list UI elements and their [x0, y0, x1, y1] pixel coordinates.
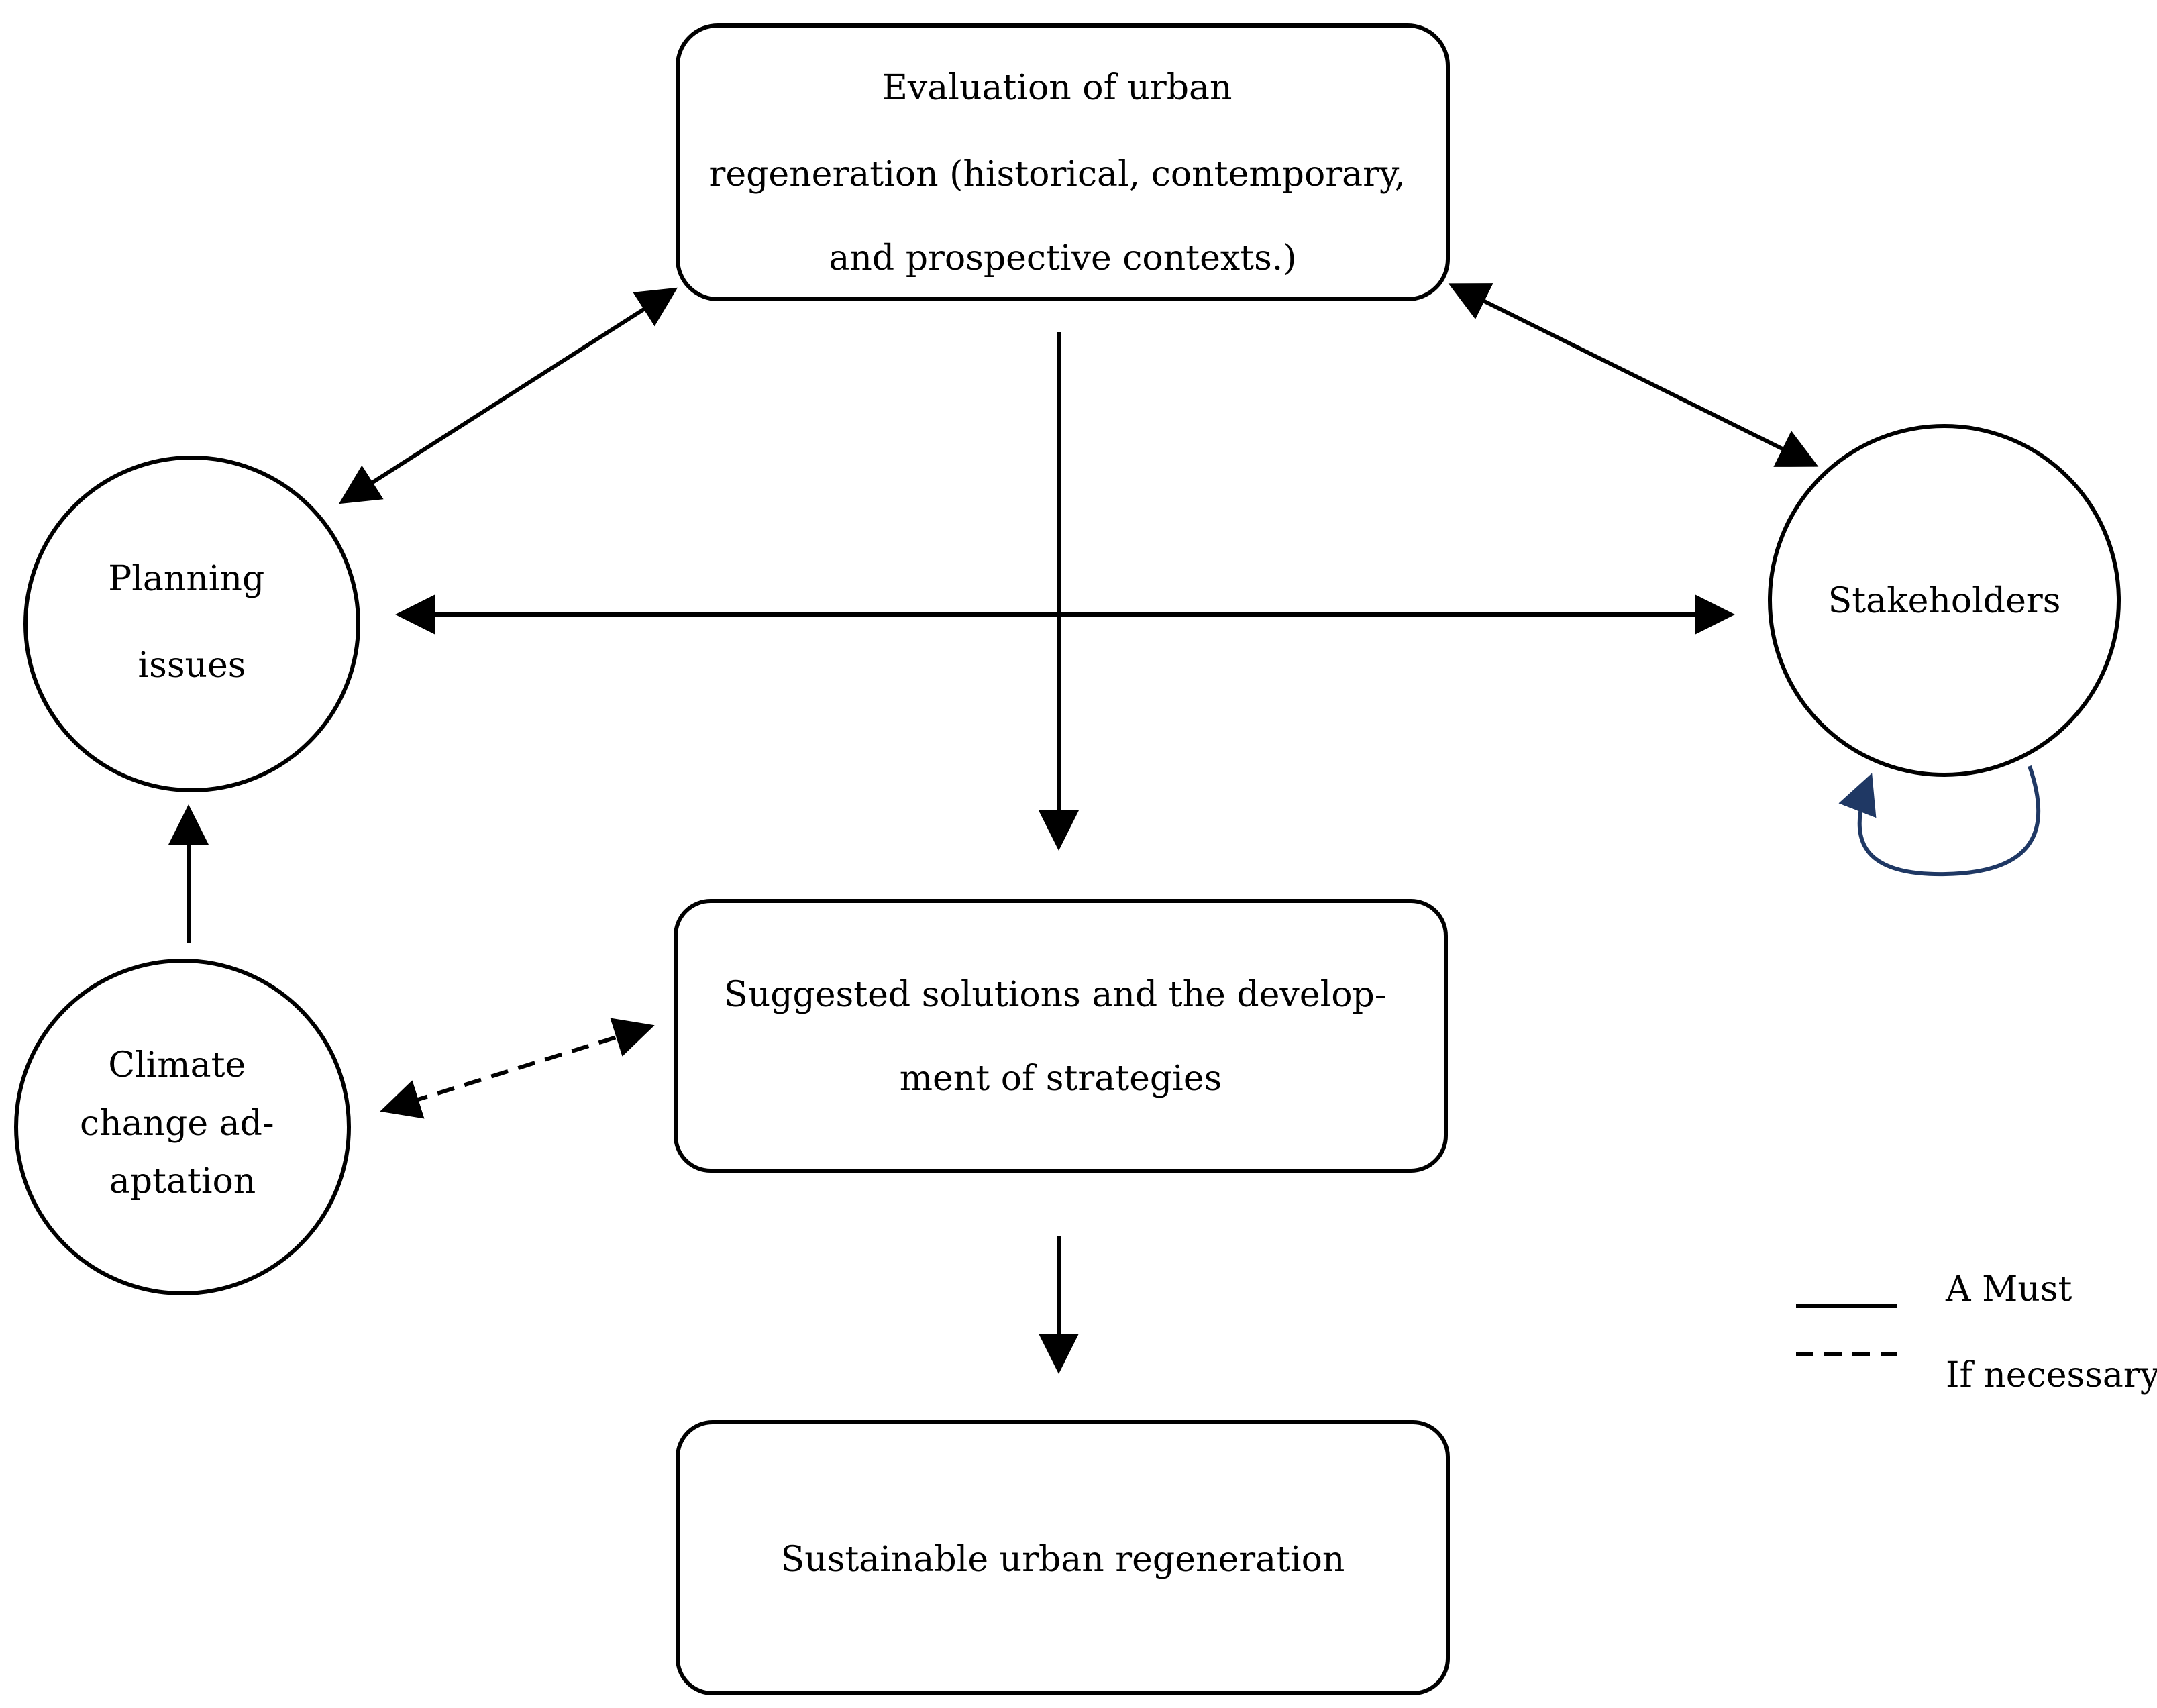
legend-necessary-label: If necessary — [1946, 1355, 2157, 1395]
arrow-climate-solutions-dashed — [380, 1018, 655, 1119]
climate-adaptation-circle: Climate change ad- aptation — [14, 959, 351, 1295]
climate-text-line-1: Climate — [108, 1045, 246, 1085]
planning-issues-circle: Planning issues — [23, 456, 360, 792]
evaluation-text-line-3: and prospective contexts.) — [829, 238, 1296, 278]
svg-text:Planning issues: Planning issues — [108, 559, 276, 686]
stakeholders-circle: Stakeholders — [1768, 424, 2121, 777]
arrow-evaluation-stakeholders — [1448, 283, 1819, 467]
planning-text-line-2: issues — [138, 645, 246, 686]
sustainable-text: Sustainable urban regeneration — [781, 1540, 1345, 1580]
svg-text:Evaluation of urban rege: Evaluation of urban regeneration (histor… — [708, 68, 1416, 278]
svg-text:Sustainable urban regeneration: Sustainable urban regeneration — [781, 1540, 1345, 1580]
stakeholders-self-loop-arrow — [1838, 765, 2041, 877]
evaluation-text-line-1: Evaluation of urban — [882, 68, 1232, 108]
planning-text-line-1: Planning — [108, 559, 264, 599]
evaluation-box: Evaluation of urban regeneration (histor… — [676, 23, 1450, 301]
arrow-evaluation-planning — [338, 287, 678, 504]
legend-must-label: A Must — [1945, 1269, 2072, 1310]
solutions-text-line-2: ment of strategies — [900, 1059, 1222, 1099]
climate-text-line-2: change ad- — [80, 1104, 274, 1144]
stakeholders-text: Stakeholders — [1828, 581, 2061, 621]
svg-text:Suggested solutions and the de: Suggested solutions and the develop- men… — [724, 975, 1398, 1099]
solutions-text-line-1: Suggested solutions and the develop- — [724, 975, 1386, 1015]
svg-text:Climate change ad-: Climate change ad- aptation — [80, 1045, 285, 1202]
evaluation-text-line-2: regeneration (historical, contemporary, — [708, 154, 1405, 195]
svg-text:Stakeholders: Stakeholders — [1828, 581, 2061, 621]
sustainable-regeneration-box: Sustainable urban regeneration — [676, 1420, 1450, 1695]
solutions-box: Suggested solutions and the develop- men… — [674, 899, 1448, 1173]
climate-text-line-3: aptation — [109, 1161, 256, 1202]
legend: A Must If necessary — [1796, 1269, 2157, 1395]
